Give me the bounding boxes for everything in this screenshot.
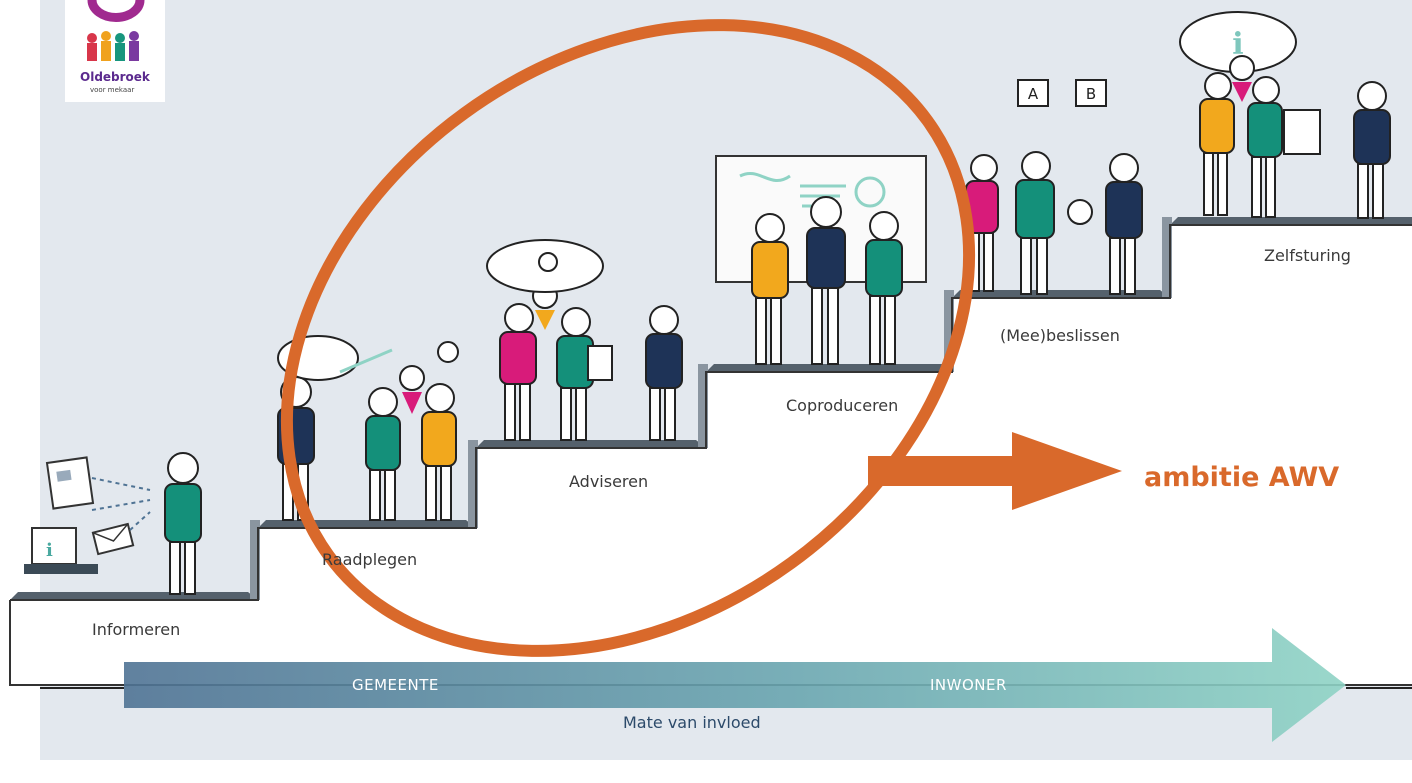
- influence-caption: Mate van invloed: [623, 713, 761, 732]
- stair-risers: [250, 217, 1172, 600]
- laptop-icon: i: [24, 527, 98, 574]
- stairs: [10, 225, 1412, 685]
- choice-a-board: A: [1017, 79, 1049, 107]
- logo-icon: [65, 0, 165, 102]
- person: [1015, 151, 1055, 295]
- lightbulb-icon: [1067, 199, 1093, 225]
- step-label-adviseren: Adviseren: [569, 472, 649, 491]
- step-label-meebeslissen: (Mee)beslissen: [1000, 326, 1120, 345]
- step-label-coproduceren: Coproduceren: [786, 396, 899, 415]
- person: [806, 196, 846, 365]
- svg-text:i: i: [46, 540, 53, 561]
- logo-subtitle: voor mekaar: [90, 86, 135, 94]
- step-label-informeren: Informeren: [92, 620, 181, 639]
- person: [399, 365, 425, 414]
- person: [645, 305, 683, 441]
- person: [1105, 153, 1143, 295]
- choice-b-board: B: [1075, 79, 1107, 107]
- logo-name: Oldebroek: [80, 70, 150, 84]
- info-icon: i: [1232, 27, 1243, 62]
- person: [556, 307, 613, 441]
- choice-a-label: A: [1028, 85, 1039, 103]
- person: [1353, 81, 1391, 219]
- person: [1199, 72, 1235, 216]
- person: [421, 383, 457, 521]
- highlight-ellipse: [280, 19, 976, 657]
- person: [365, 387, 401, 521]
- person: [865, 211, 903, 365]
- ambitie-arrow: [868, 432, 1122, 510]
- step-label-zelfsturing: Zelfsturing: [1264, 246, 1351, 265]
- person: [164, 452, 202, 595]
- choice-b-label: B: [1086, 85, 1096, 103]
- person: [499, 303, 537, 441]
- lightbulb-icon: [538, 252, 558, 272]
- envelope-icon: [91, 522, 135, 556]
- person: [751, 213, 789, 365]
- newspaper-icon: [45, 456, 95, 510]
- person: [1247, 76, 1321, 218]
- person: [1229, 55, 1255, 102]
- influence-arrow: [124, 628, 1346, 742]
- step-label-raadplegen: Raadplegen: [322, 550, 418, 569]
- lightbulb-icon: [437, 341, 459, 363]
- influence-left-label: GEMEENTE: [352, 676, 439, 694]
- influence-right-label: INWONER: [930, 676, 1007, 694]
- ambitie-label: ambitie AWV: [1144, 462, 1340, 493]
